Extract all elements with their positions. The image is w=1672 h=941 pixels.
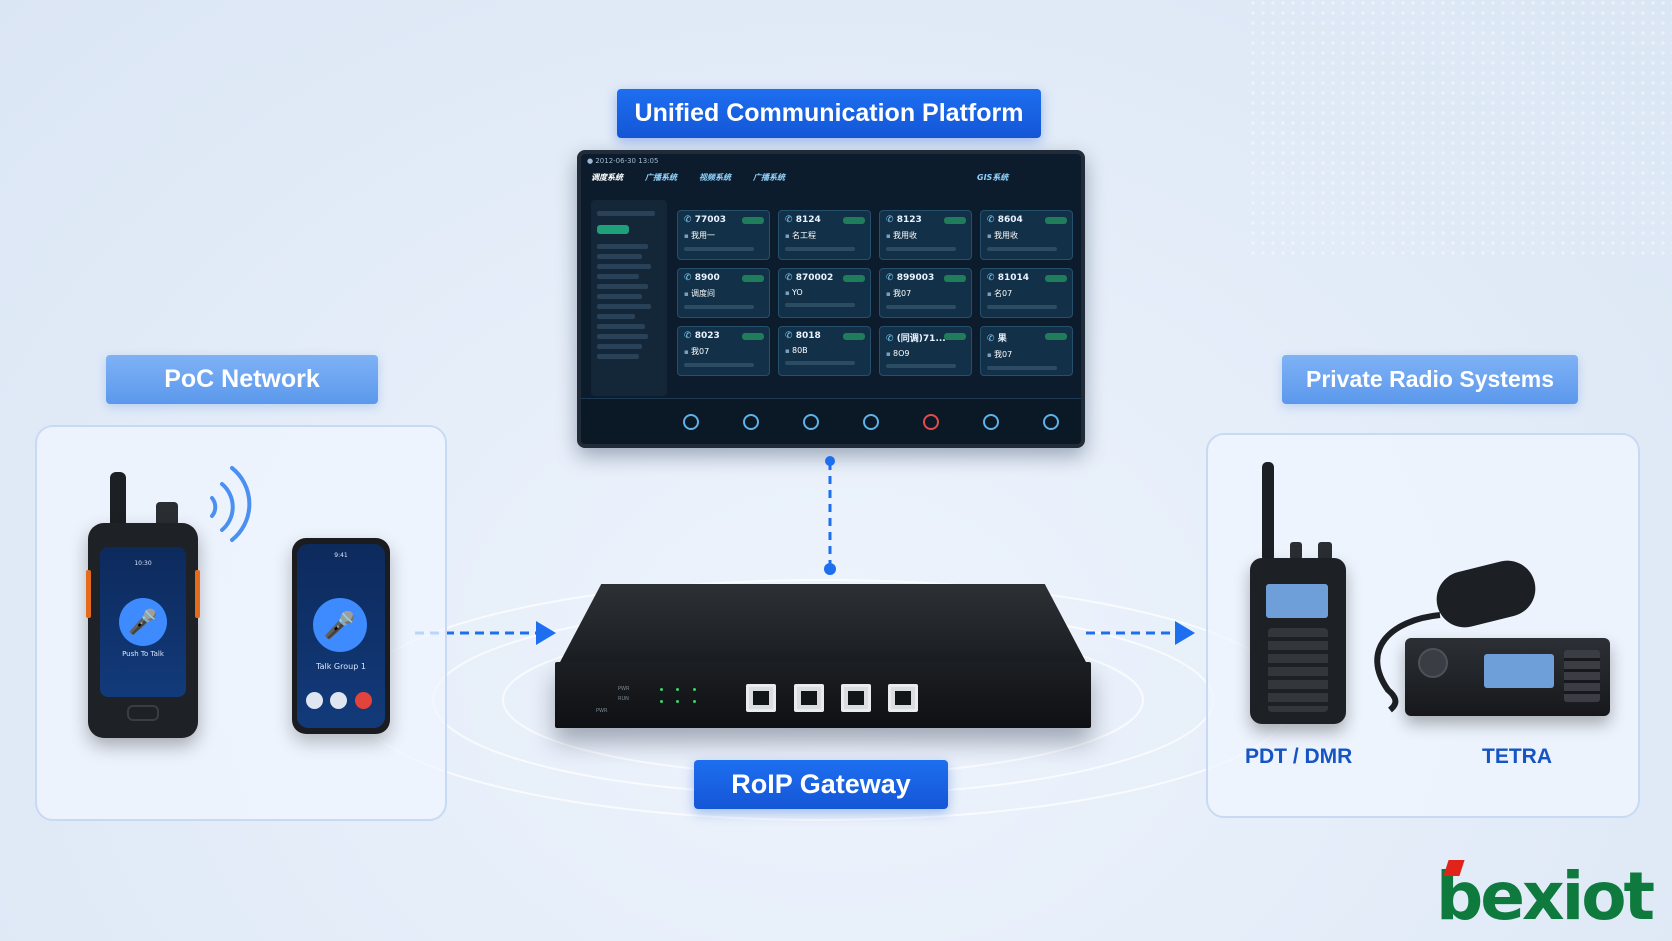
call-card[interactable]: 81014名07 bbox=[980, 268, 1073, 318]
tool-icon[interactable] bbox=[803, 413, 819, 430]
tool-icon[interactable] bbox=[683, 413, 699, 430]
ethernet-port bbox=[746, 684, 776, 712]
private-radio-title: Private Radio Systems bbox=[1282, 355, 1578, 404]
poc-network-title: PoC Network bbox=[106, 355, 378, 404]
talk-group-caption: Talk Group 1 bbox=[316, 662, 366, 671]
dashboard-nav-item[interactable]: 广播系统 bbox=[753, 173, 785, 182]
call-card[interactable]: 8023我07 bbox=[677, 326, 770, 376]
tool-icon[interactable] bbox=[1043, 413, 1059, 430]
dashboard-nav: 调度系统 广播系统 视频系统 广播系统 GIS系统 bbox=[581, 168, 1081, 187]
push-to-talk-caption: Push To Talk bbox=[122, 650, 164, 658]
tool-icon[interactable] bbox=[983, 413, 999, 430]
ethernet-port bbox=[794, 684, 824, 712]
hangup-icon[interactable] bbox=[923, 413, 939, 430]
tool-icon[interactable] bbox=[743, 413, 759, 430]
call-card[interactable]: 899003我07 bbox=[879, 268, 972, 318]
ethernet-port bbox=[888, 684, 918, 712]
dashboard-card-grid: 77003我用一 8124名工程 8123我用收 8604我用收 8900调度间… bbox=[677, 210, 1073, 376]
call-card[interactable]: 8123我用收 bbox=[879, 210, 972, 260]
tetra-label: TETRA bbox=[1482, 745, 1552, 768]
phone-call-icon[interactable] bbox=[306, 692, 323, 709]
dashboard-nav-item[interactable]: 广播系统 bbox=[645, 173, 677, 182]
call-card[interactable]: 77003我用一 bbox=[677, 210, 770, 260]
dashboard-toolbar bbox=[581, 398, 1081, 444]
ethernet-port bbox=[841, 684, 871, 712]
call-card[interactable]: 8900调度间 bbox=[677, 268, 770, 318]
platform-title: Unified Communication Platform bbox=[617, 89, 1041, 138]
dashboard-nav-item[interactable]: 调度系统 bbox=[591, 173, 623, 182]
logo-text: bexiot bbox=[1436, 858, 1655, 935]
call-card[interactable]: (同调)71...8O9 bbox=[879, 326, 972, 376]
call-card[interactable]: 果我07 bbox=[980, 326, 1073, 376]
tool-icon[interactable] bbox=[863, 413, 879, 430]
record-icon[interactable] bbox=[330, 692, 347, 709]
call-card[interactable]: 8124名工程 bbox=[778, 210, 871, 260]
pdt-dmr-label: PDT / DMR bbox=[1245, 745, 1353, 768]
dashboard-sidebar bbox=[591, 200, 667, 396]
dashboard-nav-item[interactable]: GIS系统 bbox=[977, 173, 1009, 182]
dashboard-nav-item[interactable]: 视频系统 bbox=[699, 173, 731, 182]
call-card[interactable]: 801880B bbox=[778, 326, 871, 376]
microphone-icon[interactable]: 🎤 bbox=[313, 598, 367, 652]
gateway-label: RoIP Gateway bbox=[694, 760, 948, 809]
dashboard-status-bar: ● 2012-06-30 13:05 bbox=[587, 157, 659, 165]
dashboard-monitor: ● 2012-06-30 13:05 调度系统 广播系统 视频系统 广播系统 G… bbox=[577, 150, 1085, 448]
call-card[interactable]: 870002YO bbox=[778, 268, 871, 318]
call-card[interactable]: 8604我用收 bbox=[980, 210, 1073, 260]
microphone-icon[interactable]: 🎤 bbox=[119, 598, 167, 646]
hangup-icon[interactable] bbox=[355, 692, 372, 709]
